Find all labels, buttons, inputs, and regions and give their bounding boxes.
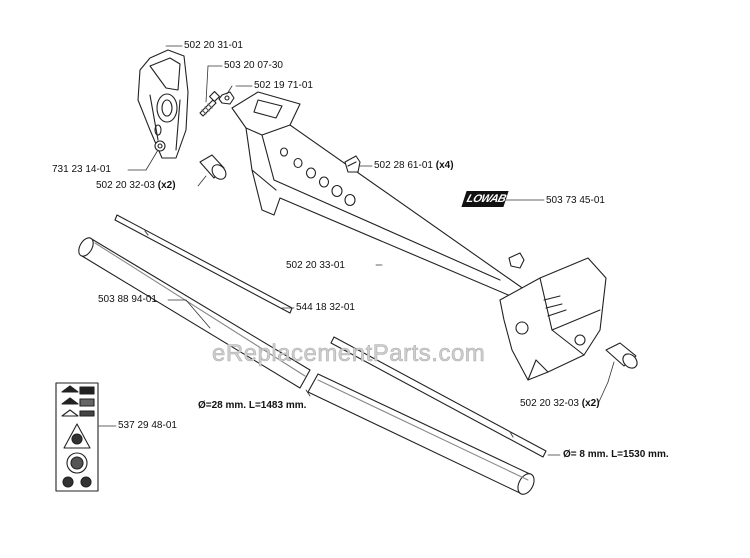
label-frame: 502 20 33-01 (286, 260, 345, 271)
rod-lower (330, 336, 547, 458)
watermark: eReplacementParts.com (212, 340, 486, 368)
label-washer: 731 23 14-01 (52, 164, 111, 175)
frame (231, 91, 607, 381)
warning-label (55, 382, 99, 492)
label-nut: 502 19 71-01 (254, 80, 313, 91)
tube-dimension: Ø=28 mm. L=1483 mm. (198, 400, 307, 411)
label-clip: 502 28 61-01 (x4) (374, 160, 454, 171)
end-cap-left (199, 154, 227, 180)
label-cap-right: 502 20 32-03 (x2) (520, 398, 600, 409)
clip (344, 155, 361, 173)
decal-logo: LOWAB (461, 191, 509, 207)
clip-2 (508, 252, 525, 269)
handle-bracket (137, 49, 189, 159)
leader-lines (98, 45, 615, 456)
label-handle: 502 20 31-01 (184, 40, 243, 51)
label-cap-left: 502 20 32-03 (x2) (96, 180, 176, 191)
screw (199, 91, 220, 117)
label-decal: 503 73 45-01 (546, 195, 605, 206)
rod-upper (114, 214, 293, 314)
rod-dimension: Ø= 8 mm. L=1530 mm. (563, 449, 669, 460)
end-cap-right (605, 342, 638, 369)
label-warning: 537 29 48-01 (118, 420, 177, 431)
tube-right (307, 373, 535, 495)
washer (154, 140, 166, 152)
label-rod: 544 18 32-01 (296, 302, 355, 313)
tube-left (78, 237, 311, 389)
nut (218, 91, 235, 105)
label-tube: 503 88 94-01 (98, 294, 157, 305)
label-screw: 503 20 07-30 (224, 60, 283, 71)
